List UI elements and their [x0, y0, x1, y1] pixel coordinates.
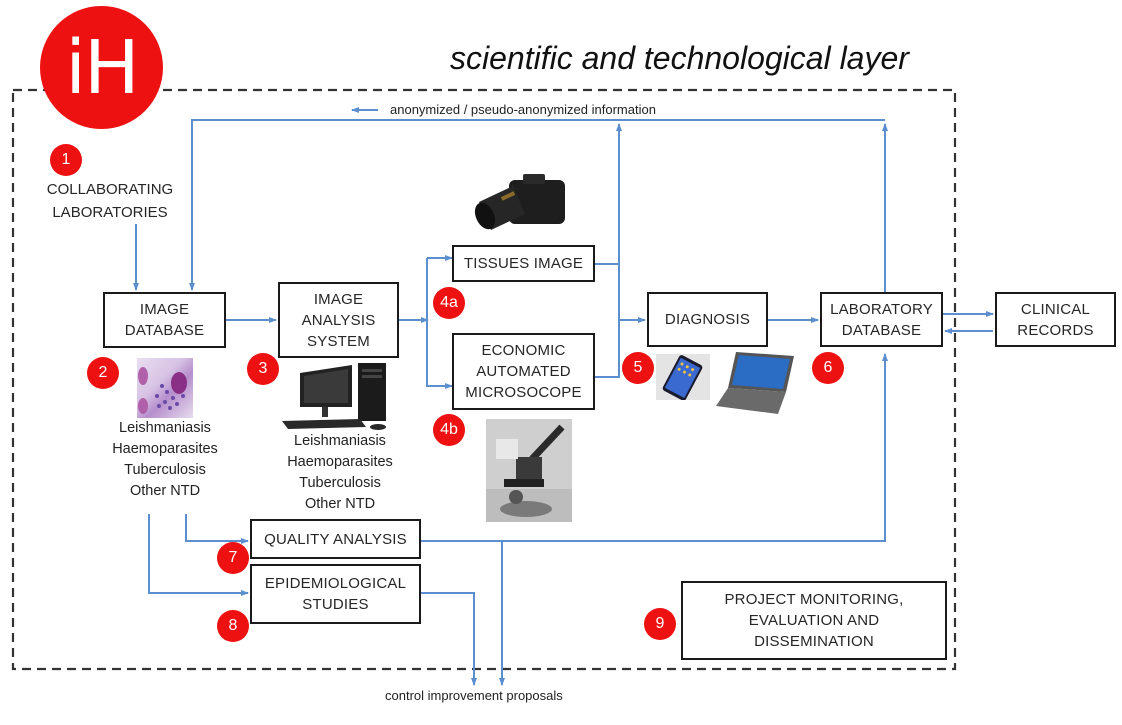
pm-line1: PROJECT MONITORING, [724, 591, 904, 608]
pm-line3: DISSEMINATION [754, 633, 874, 650]
epi-line1: EPIDEMIOLOGICAL [264, 575, 407, 592]
laboratory-database-box[interactable]: LABORATORY DATABASE [820, 292, 943, 347]
analysis-line2: ANALYSIS [301, 311, 376, 329]
diagnosis-box[interactable]: DIAGNOSIS [647, 292, 768, 347]
image-database-box[interactable]: IMAGE DATABASE [103, 292, 226, 348]
tissues-image-box[interactable]: TISSUES IMAGE [452, 245, 595, 282]
analysis-line3: SYSTEM [307, 332, 370, 350]
pm-line2: EVALUATION AND [748, 612, 880, 629]
epidemiological-studies-box[interactable]: EPIDEMIOLOGICAL STUDIES [250, 564, 421, 624]
control-proposals-label: control improvement proposals [385, 688, 563, 703]
badge-4a: 4a [433, 287, 465, 319]
epi-to-proposals [421, 592, 477, 686]
tissues-to-diagnosis [595, 263, 620, 378]
clinical-records-box[interactable]: CLINICAL RECORDS [995, 292, 1116, 347]
layer-title: scientific and technological layer [450, 40, 909, 76]
disease-item: Leishmaniasis [119, 420, 211, 436]
analysis-disease-list: Leishmaniasis Haemoparasites Tuberculosi… [275, 431, 405, 515]
tissues-line1: TISSUES IMAGE [463, 255, 584, 272]
badge-4b: 4b [433, 414, 465, 446]
camera-icon [474, 174, 565, 230]
clinical-line2: RECORDS [1017, 321, 1094, 339]
microscope-icon [486, 419, 572, 522]
quality-to-labdb [421, 353, 888, 542]
disease-item: Tuberculosis [124, 462, 206, 478]
analysis-line1: IMAGE [313, 290, 364, 308]
anonymized-info-label: anonymized / pseudo-anonymized informati… [390, 102, 656, 117]
dslr-camera-image [473, 168, 569, 240]
collab-line2: LABORATORIES [52, 204, 168, 221]
badge-3: 3 [247, 353, 279, 385]
badge-2: 2 [87, 357, 119, 389]
quality-analysis-box[interactable]: QUALITY ANALYSIS [250, 519, 421, 559]
collab-line1: COLLABORATING [46, 181, 174, 198]
badge-9: 9 [644, 608, 676, 640]
microscopy-slide-icon [138, 367, 187, 414]
badge-8: 8 [217, 610, 249, 642]
project-monitoring-box[interactable]: PROJECT MONITORING, EVALUATION AND DISSE… [681, 581, 947, 660]
smartphone-icon [662, 355, 703, 401]
laptop-image [716, 350, 796, 416]
disease-item: Other NTD [304, 496, 376, 512]
economic-automated-microscope-box[interactable]: ECONOMIC AUTOMATED MICROSOCOPE [452, 333, 595, 410]
disease-item: Haemoparasites [112, 441, 218, 457]
disease-item: Tuberculosis [299, 475, 381, 491]
microscope-line3: MICROSOCOPE [465, 384, 582, 401]
badge-7: 7 [217, 542, 249, 574]
imagedb-to-epi [148, 514, 249, 596]
microscopy-slide-image [137, 358, 193, 418]
disease-item: Haemoparasites [287, 454, 393, 470]
diagnosis-line1: DIAGNOSIS [664, 311, 751, 328]
quality-line1: QUALITY ANALYSIS [264, 530, 407, 548]
badge-6: 6 [812, 352, 844, 384]
anon-info-line [189, 119, 885, 291]
labdb-line2: DATABASE [841, 321, 922, 339]
microscope-image [486, 419, 572, 522]
imagedb-line2: DATABASE [124, 322, 205, 339]
microscope-line1: ECONOMIC [481, 342, 566, 359]
logo-text: iH [65, 24, 139, 111]
image-analysis-box[interactable]: IMAGE ANALYSIS SYSTEM [278, 282, 399, 358]
microscope-line2: AUTOMATED [476, 363, 571, 380]
labdb-line1: LABORATORY [830, 300, 933, 318]
disease-item: Leishmaniasis [294, 433, 386, 449]
desktop-computer-icon [282, 363, 386, 430]
badge-1: 1 [50, 144, 82, 176]
split-to-tissues [426, 257, 451, 387]
collaborating-labs-label: COLLABORATING LABORATORIES [20, 178, 200, 224]
imagedb-line1: IMAGE [139, 301, 190, 318]
smartphone-image [656, 354, 710, 401]
layer-boundary [11, 88, 957, 671]
desktop-computer-image [280, 363, 395, 431]
disease-item: Other NTD [129, 483, 201, 499]
laptop-icon [716, 352, 794, 414]
ih-logo: iH [40, 6, 163, 129]
clinical-line1: CLINICAL [1020, 300, 1091, 318]
badge-5: 5 [622, 352, 654, 384]
imagedb-to-quality [185, 514, 249, 544]
imagedb-disease-list: Leishmaniasis Haemoparasites Tuberculosi… [100, 418, 230, 502]
epi-line2: STUDIES [302, 596, 369, 613]
